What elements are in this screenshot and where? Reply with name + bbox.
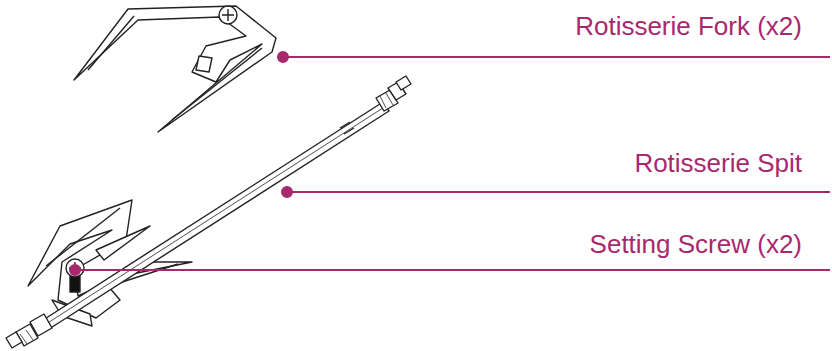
part-label: Rotisserie Fork (x2) xyxy=(575,11,802,41)
leader-line xyxy=(75,269,830,271)
rotisserie-spit xyxy=(6,76,411,348)
part-label: Rotisserie Spit xyxy=(634,148,802,178)
rotisserie-fork xyxy=(74,6,276,132)
part-label: Setting Screw (x2) xyxy=(590,229,802,259)
fork-tine xyxy=(96,226,150,260)
setting-screw xyxy=(66,259,84,292)
rotisserie-fork xyxy=(28,200,192,326)
leader-dot xyxy=(282,187,292,197)
leader-dot xyxy=(70,265,80,275)
leader-line xyxy=(287,191,830,193)
leader-line xyxy=(283,56,830,58)
leader-dot xyxy=(278,52,288,62)
